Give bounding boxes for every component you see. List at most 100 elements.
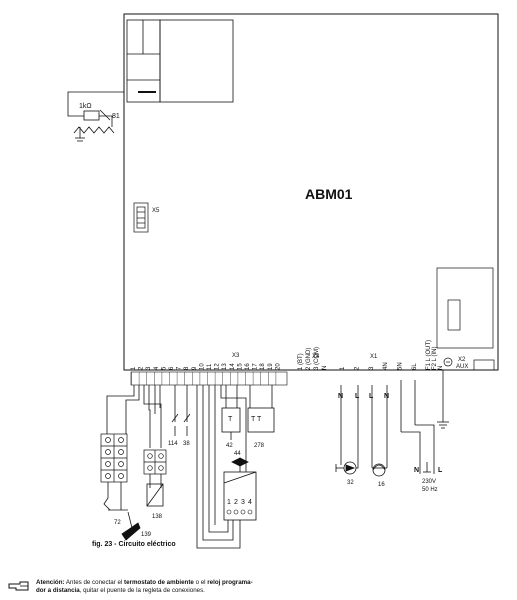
pump-wiring [340, 370, 449, 469]
transformer-block [126, 19, 234, 103]
resistor-label: 1kΩ [79, 103, 92, 110]
x3-terminal-9: 9 [192, 366, 198, 370]
x4-terminal-0: 1 (BT) [298, 353, 304, 370]
label-72: 72 [114, 520, 121, 526]
label-42: 42 [226, 443, 233, 449]
x4-terminal-3: N [322, 366, 328, 370]
valve-16 [372, 463, 387, 477]
x3-terminal-18: 18 [260, 363, 266, 370]
thermostat-278 [247, 407, 275, 433]
x3-terminal-14: 14 [230, 363, 236, 370]
x2-block [436, 267, 495, 371]
left-wiring [106, 385, 188, 448]
electrode-139 [121, 511, 141, 541]
x3-terminal-17: 17 [253, 363, 259, 370]
x1-terminal-4N: 4N [383, 362, 389, 370]
label-278: 278 [254, 443, 265, 449]
ntc-circuit [67, 91, 124, 142]
gas-valve-44 [231, 457, 249, 472]
mains-label-3: L [369, 393, 374, 400]
x4-terminal-labels: 1 (BT)2 (GND)3 (COM)N [298, 347, 328, 370]
label-38: 38 [183, 441, 190, 447]
x3-terminal-16: 16 [245, 363, 251, 370]
x3-terminal-2: 2 [139, 366, 145, 370]
note-bold-2: reloj programa- [207, 579, 253, 586]
label-44: 44 [234, 451, 241, 457]
x3-terminal-13: 13 [222, 363, 228, 370]
mains-label-2: L [355, 393, 360, 400]
power-frequency: 50 Hz [422, 487, 438, 493]
x5-connector [133, 202, 149, 233]
label-16: 16 [378, 482, 385, 488]
mains-label-4: N [384, 393, 389, 400]
x2-terminal-2: N [438, 366, 444, 370]
board-title: ABM01 [305, 186, 353, 202]
x1-terminal-1: 1 [340, 366, 346, 370]
aux-label: AUX [456, 364, 468, 370]
relay-pin-4: 4 [248, 499, 252, 506]
power-supply [419, 462, 435, 474]
t42-text: T [228, 416, 233, 423]
relay-terminals: 1 2 3 4 [226, 499, 253, 515]
x3-terminal-19: 19 [268, 363, 274, 370]
probe-81-label: 81 [112, 113, 120, 120]
x4-terminal-2: 3 (COM) [314, 347, 320, 370]
note-text-3: , quitar el puente de la regleta de cone… [79, 587, 205, 594]
t278-text: T T [251, 416, 262, 423]
pointing-hand-icon [8, 581, 29, 591]
x1-label: X1 [370, 354, 378, 360]
x2-terminal-1: F2 L (IN) [432, 347, 438, 370]
x1-terminal-6L: 6L [412, 363, 418, 370]
label-138: 138 [152, 514, 163, 520]
power-n: N [414, 467, 419, 474]
x3-terminal-12: 12 [215, 363, 221, 370]
switch-38 [183, 412, 191, 436]
x3-terminal-7: 7 [177, 366, 183, 370]
warning-note: Atención: Antes de conectar el termostat… [36, 579, 336, 595]
x3-terminal-5: 5 [161, 366, 167, 370]
x1-terminal-labels: 1 2 3 4N 5N 6L [340, 362, 418, 370]
x5-label: X5 [152, 208, 160, 214]
note-bold-3: dor a distancia [36, 587, 80, 594]
relay-pin-2: 2 [234, 499, 238, 506]
x3-terminal-20: 20 [275, 363, 281, 370]
x3-terminal-1: 1 [131, 366, 137, 370]
thermostat-42 [221, 407, 241, 440]
figure-caption: fig. 23 - Circuito eléctrico [92, 541, 176, 548]
power-l: L [438, 467, 443, 474]
thermostat-wiring [196, 385, 273, 549]
x3-terminal-4: 4 [154, 366, 160, 370]
x1-terminal-2: 2 [354, 366, 360, 370]
label-114: 114 [168, 441, 178, 447]
mains-label-1: N [338, 393, 343, 400]
note-prefix: Atención: [36, 579, 65, 586]
pump-32 [335, 461, 357, 475]
x1-terminal-3: 3 [369, 366, 375, 370]
x3-terminal-11: 11 [207, 363, 213, 370]
x3-terminal-8: 8 [184, 366, 190, 370]
relay-pin-1: 1 [227, 499, 231, 506]
connector-block-72 [100, 433, 128, 483]
switch-114 [171, 412, 179, 436]
x3-terminal-15: 15 [237, 363, 243, 370]
x2-terminal-labels: F1 L (OUT)F2 L (IN)N [426, 340, 444, 370]
flame-sensor-72 [103, 482, 128, 511]
x3-terminal-6: 6 [169, 366, 175, 370]
x3-label: X3 [232, 353, 240, 359]
abm01-board [123, 13, 499, 371]
x1-terminal-5N: 5N [398, 362, 404, 370]
note-text-1: Antes de conectar el [64, 579, 125, 586]
relay-pin-3: 3 [241, 499, 245, 506]
note-bold-1: termostato de ambiente [124, 579, 194, 586]
connector-block-138 [143, 449, 167, 475]
x4-terminal-1: 2 (GND) [306, 348, 312, 370]
x3-terminal-3: 3 [146, 366, 152, 370]
label-139: 139 [141, 532, 152, 538]
sensor-138 [146, 474, 164, 507]
power-voltage: 230V [422, 479, 436, 485]
x2-label: X2 [458, 357, 466, 363]
x4-label: X4 [312, 354, 320, 360]
x3-terminal-10: 10 [199, 363, 205, 370]
